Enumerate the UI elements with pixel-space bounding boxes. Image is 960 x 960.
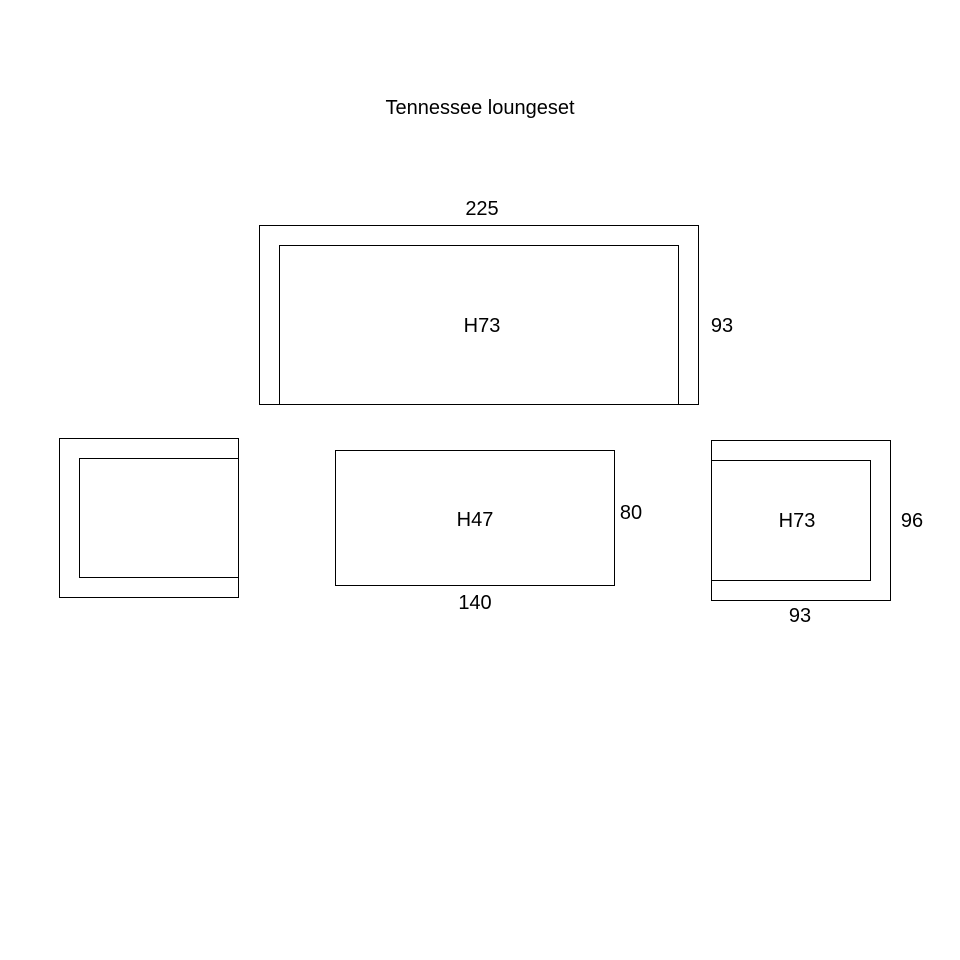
table-depth-label: 80 xyxy=(619,502,643,524)
table-outline xyxy=(335,450,615,586)
sofa-height-label: H73 xyxy=(463,315,501,337)
right-chair-width-label: 93 xyxy=(788,605,812,627)
right-chair-height-label: H73 xyxy=(778,510,816,532)
right-chair-seat xyxy=(711,460,871,581)
sofa-width-label: 225 xyxy=(465,198,499,220)
table-width-label: 140 xyxy=(458,592,492,614)
left-chair-seat xyxy=(79,458,239,578)
right-chair-depth-label: 96 xyxy=(900,510,924,532)
diagram-title: Tennessee loungeset xyxy=(385,97,575,119)
sofa-seat xyxy=(279,245,679,405)
sofa-depth-label: 93 xyxy=(710,315,734,337)
table-height-label: H47 xyxy=(456,509,494,531)
